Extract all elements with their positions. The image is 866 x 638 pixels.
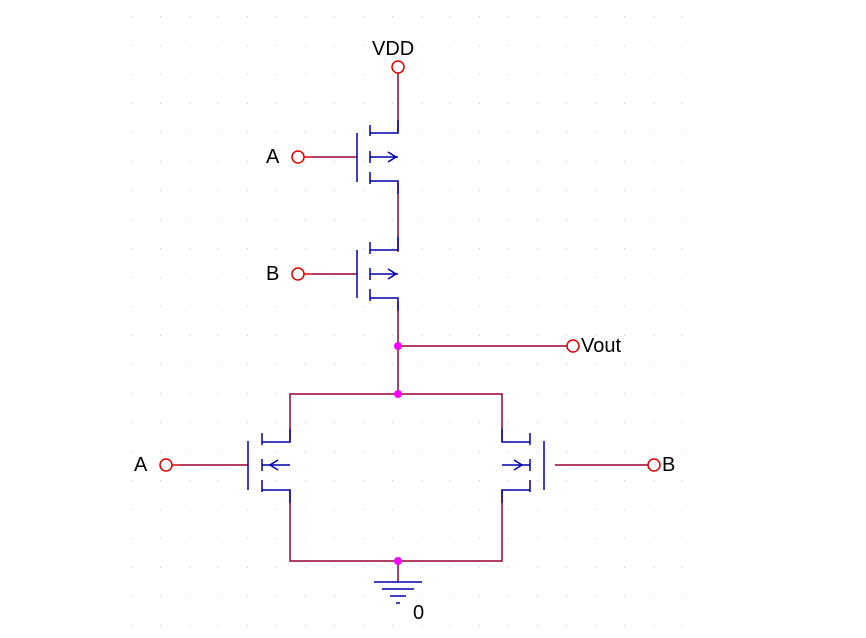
ground-symbol (374, 581, 422, 604)
ground-label: 0 (413, 602, 425, 624)
input-b-bottom-pin[interactable] (647, 458, 661, 472)
input-b-bottom-label: B (662, 454, 676, 476)
nmos-transistor-b (501, 429, 545, 503)
input-a-top-label: A (266, 146, 280, 168)
input-a-top-pin[interactable] (291, 150, 305, 164)
vout-pin[interactable] (566, 339, 580, 353)
input-b-top-label: B (266, 263, 280, 285)
junction-vout (394, 342, 402, 350)
vdd-label: VDD (372, 38, 415, 60)
pmos-transistor-b (356, 237, 399, 311)
wire-nmos-bottom-bus (289, 490, 503, 562)
nmos-transistor-a (247, 429, 291, 503)
junction-nmos-bottom (394, 557, 402, 565)
wire-nmos-top-bus (289, 393, 503, 442)
junctions (394, 342, 402, 565)
wires (180, 73, 648, 582)
junction-nmos-top (394, 390, 402, 398)
vdd-pin[interactable] (391, 60, 405, 74)
vout-label: Vout (581, 335, 622, 357)
input-b-top-pin[interactable] (291, 267, 305, 281)
input-a-bottom-pin[interactable] (159, 458, 173, 472)
pins (159, 60, 661, 472)
pmos-transistor-a (356, 120, 399, 194)
input-a-bottom-label: A (134, 454, 148, 476)
grid-dots (131, 16, 683, 626)
